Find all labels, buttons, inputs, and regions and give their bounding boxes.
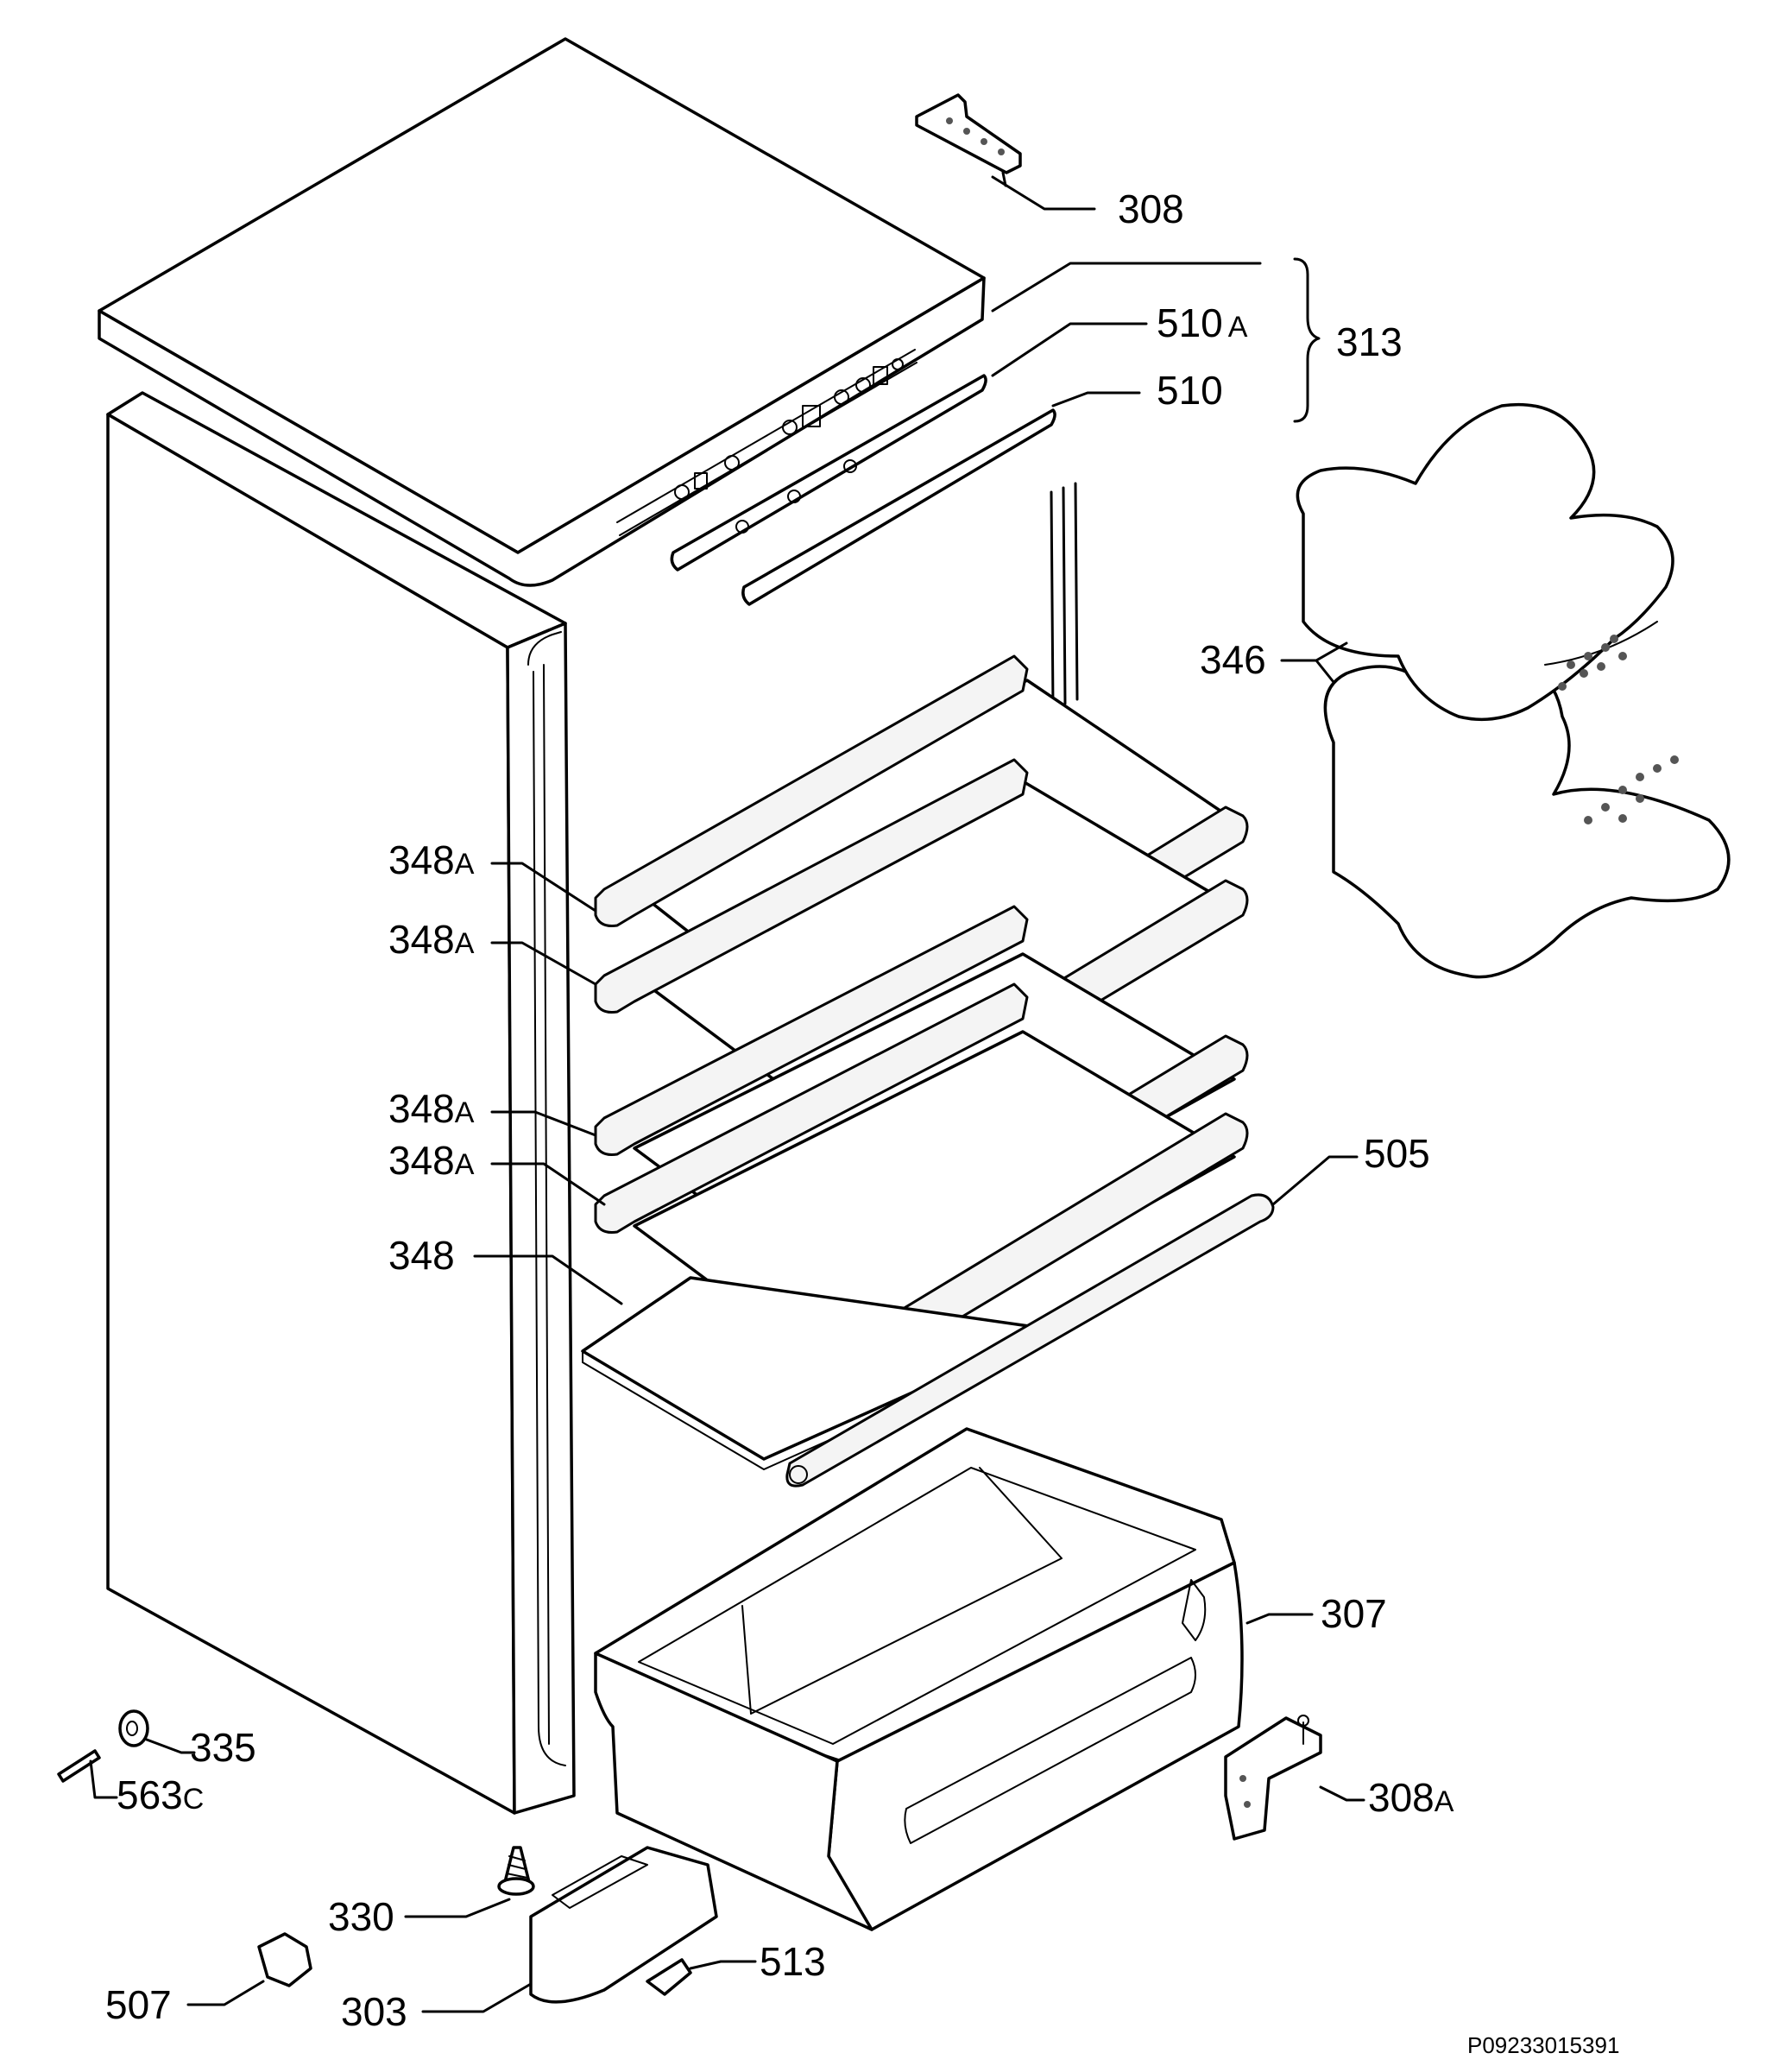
label-513: 513 [760, 1939, 826, 1984]
label-348a-3: 348A [388, 1086, 475, 1131]
label-308: 308 [1118, 186, 1184, 231]
label-307: 307 [1321, 1591, 1387, 1636]
butter-dish [1296, 402, 1731, 979]
top-cover-assembly [98, 37, 986, 587]
cabinet-body [106, 391, 576, 1815]
butter-dish-holes [1558, 635, 1679, 824]
control-knobs [674, 358, 904, 500]
label-505: 505 [1364, 1131, 1430, 1176]
shelf-trim-505 [785, 1193, 1275, 1488]
label-563c: 563C [117, 1772, 204, 1817]
top-hinge [915, 93, 1022, 187]
control-panel-strip-510a [670, 374, 987, 572]
control-panel-strip-510 [741, 408, 1056, 606]
label-330: 330 [328, 1894, 394, 1939]
bracket-507 [257, 1932, 312, 1987]
pin-563c [57, 1749, 101, 1783]
crisper-drawer [594, 1427, 1244, 1931]
label-348a-1: 348A [388, 837, 475, 882]
label-348a-2: 348A [388, 917, 475, 962]
label-308a: 308A [1368, 1775, 1454, 1820]
leader-lines [89, 175, 1365, 2013]
document-number: P09233015391 [1467, 2032, 1619, 2058]
label-313: 313 [1336, 319, 1403, 364]
label-346: 346 [1200, 637, 1266, 682]
rear-channel [1050, 482, 1079, 710]
label-303: 303 [341, 1989, 407, 2034]
label-335: 335 [190, 1725, 256, 1770]
label-507: 507 [105, 1982, 172, 2027]
screw-330 [497, 1846, 535, 1896]
plinth-303 [529, 1846, 718, 2004]
clip-513 [646, 1958, 692, 1996]
bottom-hinge-308a [1224, 1715, 1322, 1841]
label-348a-4: 348A [388, 1138, 475, 1183]
foot-335 [118, 1709, 149, 1747]
label-510: 510 [1157, 368, 1223, 413]
label-348: 348 [388, 1233, 455, 1278]
